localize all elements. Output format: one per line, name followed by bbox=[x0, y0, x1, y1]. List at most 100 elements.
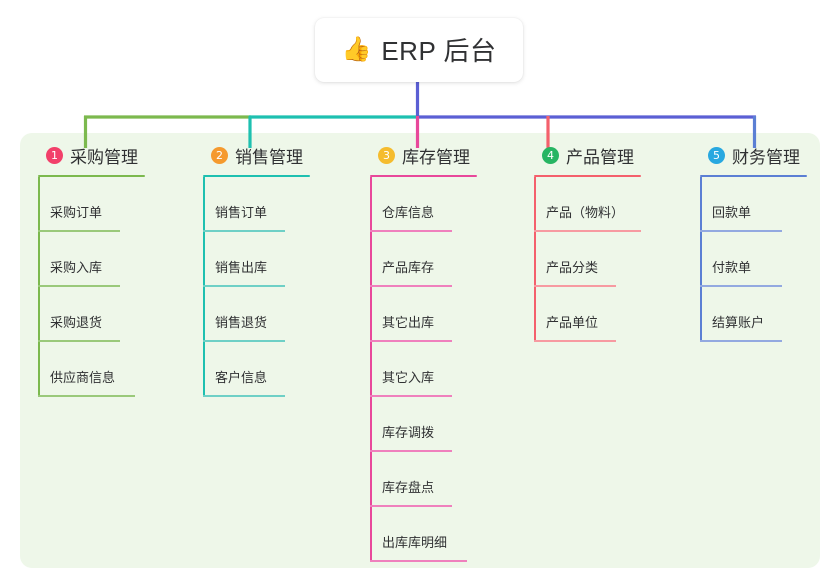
branch-column-4: 4 产品管理 产品（物料） 产品分类 产品单位 bbox=[534, 142, 704, 342]
list-item[interactable]: 销售订单 bbox=[203, 177, 353, 232]
branch-rule-3 bbox=[370, 175, 477, 177]
item-label: 其它入库 bbox=[382, 370, 435, 385]
item-label: 采购入库 bbox=[50, 260, 103, 275]
item-label: 仓库信息 bbox=[382, 205, 435, 220]
list-item[interactable]: 销售出库 bbox=[203, 232, 353, 287]
branches-panel bbox=[20, 133, 820, 568]
item-label: 销售退货 bbox=[215, 315, 268, 330]
item-rule bbox=[534, 340, 616, 342]
branch-badge-1: 1 bbox=[46, 146, 63, 164]
list-item[interactable]: 其它出库 bbox=[370, 287, 530, 342]
item-rule bbox=[370, 395, 452, 397]
item-rule bbox=[700, 230, 782, 232]
list-item[interactable]: 产品单位 bbox=[534, 287, 704, 342]
branch-badge-3: 3 bbox=[378, 146, 395, 164]
branch-spine-1 bbox=[38, 177, 40, 397]
branch-badge-5: 5 bbox=[708, 146, 725, 164]
list-item[interactable]: 采购入库 bbox=[38, 232, 188, 287]
list-item[interactable]: 供应商信息 bbox=[38, 342, 188, 397]
list-item[interactable]: 客户信息 bbox=[203, 342, 353, 397]
branch-items-1: 采购订单 采购入库 采购退货 供应商信息 bbox=[38, 177, 188, 397]
branch-header-4[interactable]: 4 产品管理 bbox=[534, 142, 704, 168]
thumbs-up-icon: 👍 bbox=[341, 35, 372, 63]
item-label: 客户信息 bbox=[215, 370, 268, 385]
item-label: 结算账户 bbox=[712, 315, 765, 330]
item-label: 销售出库 bbox=[215, 260, 268, 275]
branch-header-5[interactable]: 5 财务管理 bbox=[700, 142, 839, 168]
item-label: 产品（物料） bbox=[546, 205, 625, 220]
item-rule bbox=[700, 340, 782, 342]
branch-title-1: 采购管理 bbox=[70, 147, 138, 167]
item-rule bbox=[370, 450, 452, 452]
branch-column-2: 2 销售管理 销售订单 销售出库 销售退货 客户信息 bbox=[203, 142, 353, 397]
list-item[interactable]: 仓库信息 bbox=[370, 177, 530, 232]
root-title: ERP 后台 bbox=[381, 35, 497, 66]
branch-items-5: 回款单 付款单 结算账户 bbox=[700, 177, 839, 342]
item-rule bbox=[534, 230, 641, 232]
item-rule bbox=[370, 285, 452, 287]
list-item[interactable]: 采购退货 bbox=[38, 287, 188, 342]
item-rule bbox=[38, 285, 120, 287]
item-rule bbox=[370, 230, 452, 232]
list-item[interactable]: 付款单 bbox=[700, 232, 839, 287]
item-rule bbox=[370, 560, 467, 562]
branch-header-3[interactable]: 3 库存管理 bbox=[370, 142, 530, 168]
item-label: 采购退货 bbox=[50, 315, 103, 330]
branch-spine-2 bbox=[203, 177, 205, 397]
branch-rule-2 bbox=[203, 175, 310, 177]
item-label: 产品库存 bbox=[382, 260, 435, 275]
item-label: 其它出库 bbox=[382, 315, 435, 330]
branch-rule-4 bbox=[534, 175, 641, 177]
list-item[interactable]: 产品（物料） bbox=[534, 177, 704, 232]
item-rule bbox=[370, 505, 452, 507]
branch-rule-1 bbox=[38, 175, 145, 177]
list-item[interactable]: 产品分类 bbox=[534, 232, 704, 287]
branch-items-2: 销售订单 销售出库 销售退货 客户信息 bbox=[203, 177, 353, 397]
item-label: 付款单 bbox=[712, 260, 752, 275]
branch-badge-2: 2 bbox=[211, 146, 228, 164]
item-rule bbox=[203, 285, 285, 287]
branch-title-2: 销售管理 bbox=[235, 147, 303, 167]
branch-rule-5 bbox=[700, 175, 807, 177]
item-label: 回款单 bbox=[712, 205, 752, 220]
item-label: 出库库明细 bbox=[382, 535, 448, 550]
list-item[interactable]: 销售退货 bbox=[203, 287, 353, 342]
branch-spine-5 bbox=[700, 177, 702, 342]
item-label: 采购订单 bbox=[50, 205, 103, 220]
branch-badge-4: 4 bbox=[542, 146, 559, 164]
list-item[interactable]: 产品库存 bbox=[370, 232, 530, 287]
list-item[interactable]: 库存盘点 bbox=[370, 452, 530, 507]
root-node-card[interactable]: 👍 ERP 后台 bbox=[315, 18, 523, 82]
list-item[interactable]: 结算账户 bbox=[700, 287, 839, 342]
item-label: 库存盘点 bbox=[382, 480, 435, 495]
item-label: 产品单位 bbox=[546, 315, 599, 330]
branch-spine-3 bbox=[370, 177, 372, 562]
branch-header-1[interactable]: 1 采购管理 bbox=[38, 142, 188, 168]
item-label: 库存调拨 bbox=[382, 425, 435, 440]
item-rule bbox=[370, 340, 452, 342]
list-item[interactable]: 其它入库 bbox=[370, 342, 530, 397]
item-rule bbox=[700, 285, 782, 287]
item-label: 供应商信息 bbox=[50, 370, 116, 385]
branch-column-1: 1 采购管理 采购订单 采购入库 采购退货 供应商信息 bbox=[38, 142, 188, 397]
item-label: 销售订单 bbox=[215, 205, 268, 220]
branch-spine-4 bbox=[534, 177, 536, 342]
item-rule bbox=[203, 395, 285, 397]
item-rule bbox=[38, 395, 135, 397]
branch-column-5: 5 财务管理 回款单 付款单 结算账户 bbox=[700, 142, 839, 342]
list-item[interactable]: 采购订单 bbox=[38, 177, 188, 232]
list-item[interactable]: 出库库明细 bbox=[370, 507, 530, 562]
item-rule bbox=[534, 285, 616, 287]
item-label: 产品分类 bbox=[546, 260, 599, 275]
branch-items-4: 产品（物料） 产品分类 产品单位 bbox=[534, 177, 704, 342]
branch-header-2[interactable]: 2 销售管理 bbox=[203, 142, 353, 168]
branch-title-3: 库存管理 bbox=[402, 147, 470, 167]
branch-title-4: 产品管理 bbox=[566, 147, 634, 167]
item-rule bbox=[38, 340, 120, 342]
list-item[interactable]: 库存调拨 bbox=[370, 397, 530, 452]
branch-column-3: 3 库存管理 仓库信息 产品库存 其它出库 其它入库 库存调拨 bbox=[370, 142, 530, 562]
item-rule bbox=[38, 230, 120, 232]
branch-title-5: 财务管理 bbox=[732, 147, 800, 167]
list-item[interactable]: 回款单 bbox=[700, 177, 839, 232]
